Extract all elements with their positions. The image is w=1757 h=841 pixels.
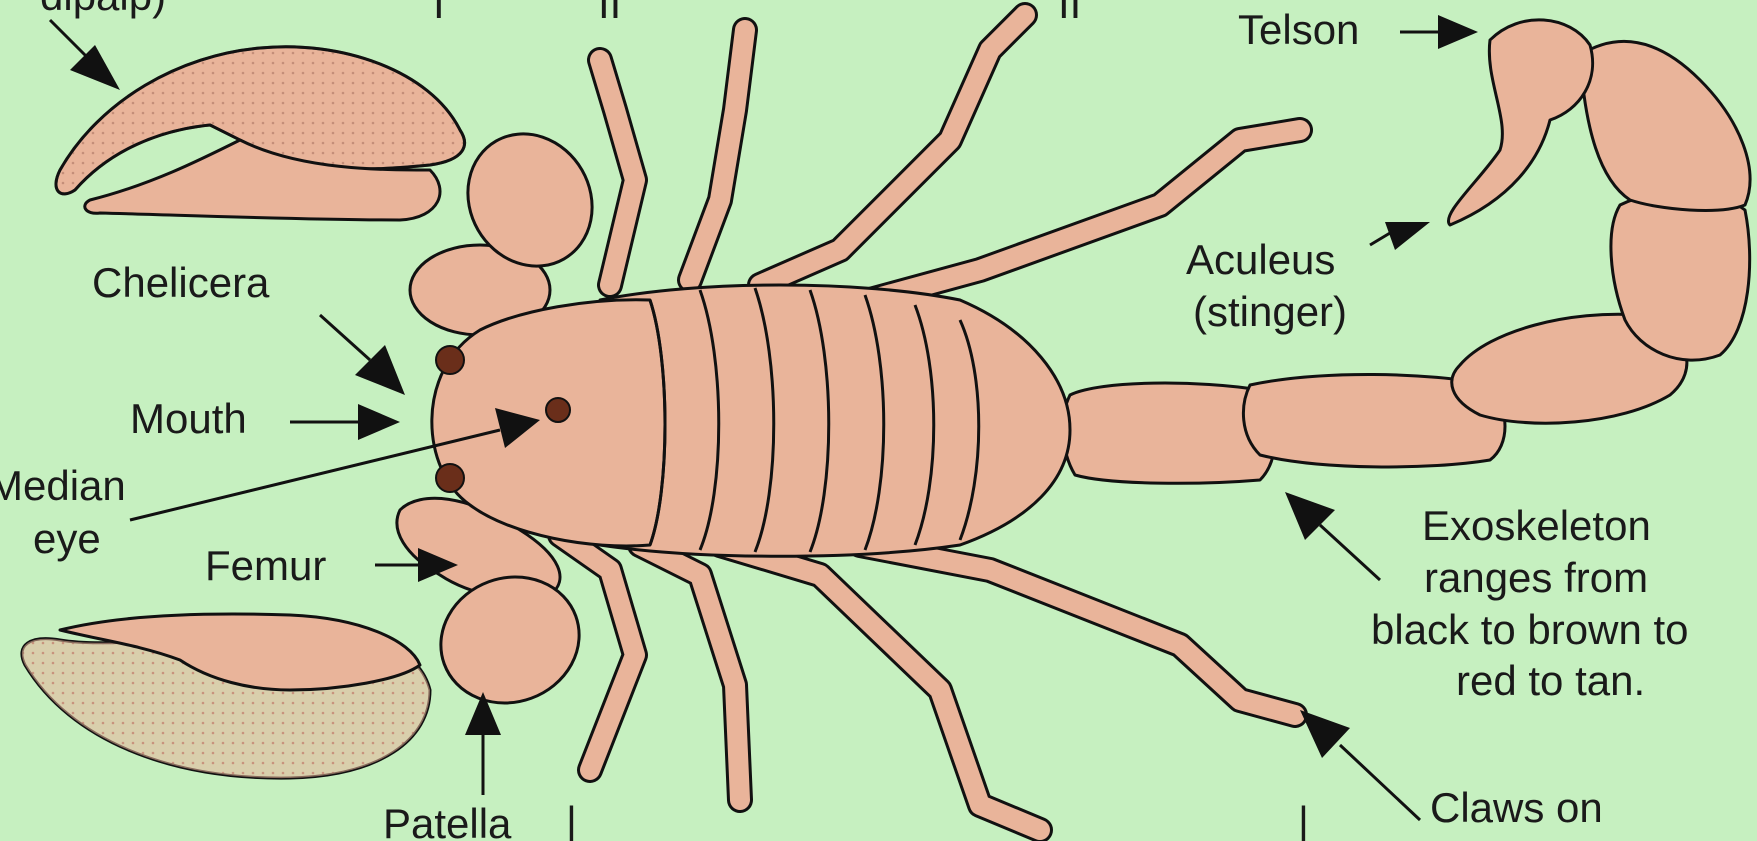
median-eye [546, 398, 570, 422]
label-median: Median [0, 462, 126, 509]
label-leg-mark-ii-top-b: II [1058, 0, 1081, 27]
label-chelicera: Chelicera [92, 259, 270, 306]
label-stinger: (stinger) [1193, 288, 1347, 335]
label-aculeus: Aculeus [1186, 236, 1335, 283]
label-telson: Telson [1238, 6, 1359, 53]
lateral-eye-top [436, 346, 464, 374]
label-exoskeleton-4: red to tan. [1456, 657, 1645, 704]
label-leg-mark-bottom-a: | [566, 798, 577, 841]
label-leg-mark-i-top: I [433, 0, 445, 27]
label-pedipalp-partial: dipalp) [40, 0, 166, 19]
label-exoskeleton-2: ranges from [1424, 554, 1648, 601]
label-leg-mark-ii-top-a: II [598, 0, 621, 27]
label-exoskeleton-1: Exoskeleton [1422, 502, 1651, 549]
label-femur: Femur [205, 542, 326, 589]
label-patella: Patella [383, 800, 512, 841]
label-eye: eye [33, 515, 101, 562]
abdomen [600, 285, 1070, 556]
label-claws-on: Claws on [1430, 784, 1603, 831]
tail-segment-1 [1063, 383, 1275, 483]
label-mouth: Mouth [130, 395, 247, 442]
label-leg-mark-bottom-b: | [1298, 798, 1309, 841]
lateral-eye-bottom [436, 464, 464, 492]
label-exoskeleton-3: black to brown to [1371, 606, 1689, 653]
